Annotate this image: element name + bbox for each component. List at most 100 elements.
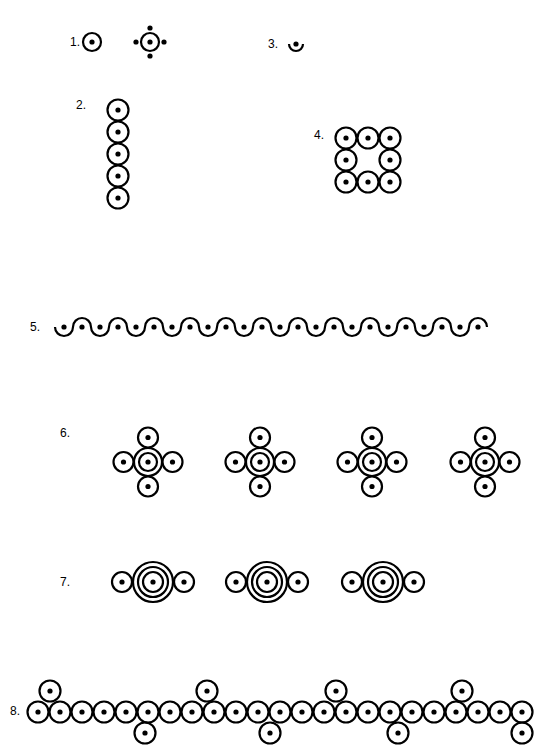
dot [257,435,262,440]
ring [476,453,494,471]
dot [313,324,318,329]
pattern-number: 2. [76,98,86,112]
dot [145,459,150,464]
dot [241,324,246,329]
dot [403,324,408,329]
ring [452,681,473,702]
ring [108,188,129,209]
dot [267,730,272,735]
ring [358,448,386,476]
ring [143,572,163,592]
dot [519,730,524,735]
ring [116,702,137,723]
dot [482,435,487,440]
dot [369,484,374,489]
ring [336,150,357,171]
ring [336,172,357,193]
dot [89,39,94,44]
dot [115,195,120,200]
ring [288,572,308,592]
dot [519,709,524,714]
ring [163,452,183,472]
dot [453,709,458,714]
ring [424,702,445,723]
dot [133,324,138,329]
dot [411,579,416,584]
ring [108,166,129,187]
dot [169,324,174,329]
ring [342,572,362,592]
dot [475,324,480,329]
dot [167,709,172,714]
dot [299,709,304,714]
dot [277,324,282,329]
dot [61,324,66,329]
dot [343,709,348,714]
ring [160,702,181,723]
dot [264,579,269,584]
dot [259,324,264,329]
ring [270,702,291,723]
ring [512,702,533,723]
ring [380,702,401,723]
ring [252,567,282,597]
pattern-number: 1. [70,35,80,49]
dot [151,324,156,329]
ring [226,452,246,472]
ring [250,477,270,497]
ring [108,144,129,165]
dot [295,579,300,584]
dot [115,151,120,156]
ring [490,702,511,723]
ring [257,572,277,592]
dot [257,459,262,464]
dot [282,459,287,464]
ring [204,702,225,723]
dot [119,579,124,584]
dot [365,179,370,184]
ring [512,723,533,744]
dot [293,41,298,46]
dot [507,459,512,464]
ring [197,681,218,702]
ring [402,702,423,723]
ring [250,428,270,448]
ring [358,128,379,149]
ring [72,702,93,723]
ring [135,723,156,744]
dot [365,709,370,714]
ring [358,702,379,723]
dot [133,39,138,44]
ring [139,453,157,471]
ring [387,452,407,472]
ring [404,572,424,592]
ring [174,572,194,592]
dot [458,459,463,464]
dot [187,324,192,329]
ring [500,452,520,472]
ring [226,702,247,723]
dot [115,173,120,178]
ring [388,723,409,744]
ring [446,702,467,723]
dot [409,709,414,714]
ring [292,702,313,723]
ring [108,122,129,143]
dot [35,709,40,714]
ring [248,702,269,723]
dot [482,484,487,489]
dot [205,324,210,329]
ring [336,128,357,149]
pattern-number: 3. [268,37,278,51]
ring [380,128,401,149]
ring [226,572,246,592]
dot [57,709,62,714]
dot [387,709,392,714]
dot [233,709,238,714]
ring [138,428,158,448]
dot [345,459,350,464]
ring [451,452,471,472]
dot [257,484,262,489]
ring [112,572,132,592]
